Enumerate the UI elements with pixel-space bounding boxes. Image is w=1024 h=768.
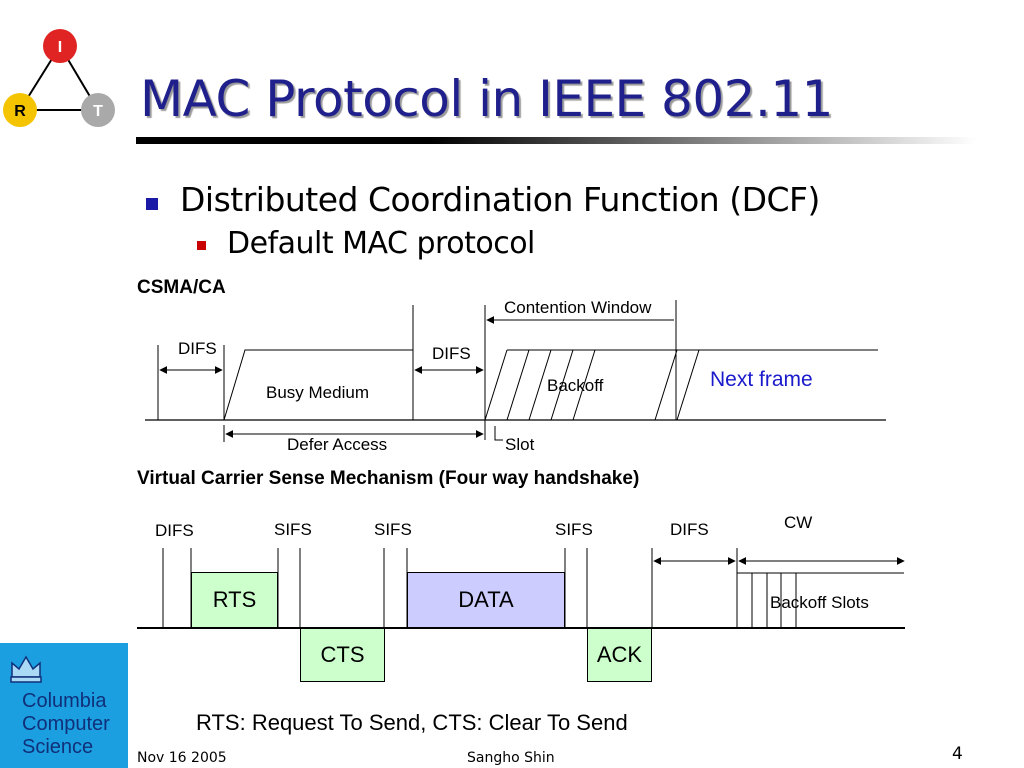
title-underline: [136, 137, 976, 144]
footer-date: Nov 16 2005: [137, 750, 227, 766]
vcs-sifs3-label: SIFS: [555, 520, 593, 539]
vcs-heading: Virtual Carrier Sense Mechanism (Four wa…: [137, 468, 640, 489]
logo-letter-i: I: [58, 39, 62, 56]
vcs-backoff-slots-label: Backoff Slots: [770, 593, 869, 612]
columbia-logo-block: [0, 643, 128, 768]
logo-letter-t: T: [93, 103, 103, 120]
data-frame: DATA: [407, 572, 565, 628]
csma-backoff-label: Backoff: [547, 376, 604, 395]
rts-frame: RTS: [191, 572, 278, 628]
logo-letter-r: R: [14, 103, 26, 120]
csma-difs-right-label: DIFS: [432, 344, 471, 363]
bullet-square: [146, 198, 158, 210]
csma-slot-label: Slot: [505, 435, 535, 454]
bullet-dcf: Distributed Coordination Function (DCF): [180, 180, 820, 219]
bullet-default-mac: Default MAC protocol: [227, 226, 535, 261]
csma-heading: CSMA/CA: [137, 277, 226, 298]
csma-busy-label: Busy Medium: [266, 383, 369, 402]
sub-bullet-square: [197, 241, 206, 250]
csma-difs-left-label: DIFS: [178, 339, 217, 358]
logo-node-i: [43, 29, 77, 63]
logo-node-r: [3, 93, 37, 127]
page-number: 4: [952, 744, 963, 764]
csma-next-frame-label: Next frame: [710, 368, 813, 391]
vcs-difs1-label: DIFS: [155, 521, 194, 540]
abbreviation-definitions: RTS: Request To Send, CTS: Clear To Send: [196, 710, 628, 735]
slide-title: MAC Protocol in IEEE 802.11: [140, 70, 834, 128]
footer-author: Sangho Shin: [467, 750, 555, 766]
irt-logo: I R T: [3, 29, 115, 127]
vcs-cw-label: CW: [784, 513, 813, 532]
busy-medium-shape: [223, 349, 413, 421]
vcs-sifs2-label: SIFS: [374, 520, 412, 539]
csma-defer-label: Defer Access: [287, 435, 388, 454]
ack-frame: ACK: [587, 628, 652, 682]
crown-icon: [10, 655, 42, 683]
csma-contention-label: Contention Window: [504, 298, 652, 317]
logo-node-t: [81, 93, 115, 127]
columbia-logo-text: Columbia Computer Science: [22, 690, 110, 758]
vcs-sifs1-label: SIFS: [274, 520, 312, 539]
vcs-difs2-label: DIFS: [670, 520, 709, 539]
cts-frame: CTS: [300, 628, 385, 682]
